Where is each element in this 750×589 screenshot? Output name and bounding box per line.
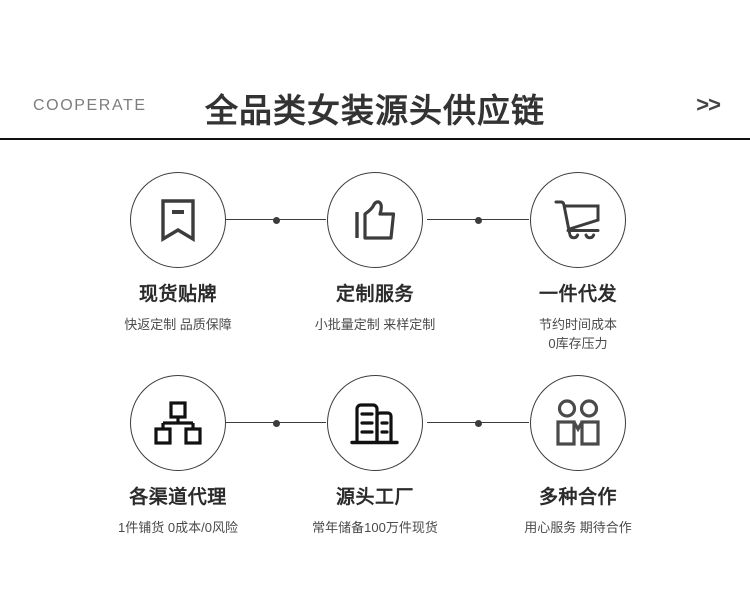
feature-item-duozhonghezuo[interactable]: 多种合作 用心服务 期待合作 (478, 375, 678, 538)
org-hierarchy-icon (152, 399, 204, 447)
feature-row-1: 现货贴牌 快返定制 品质保障 定制服务 小批量定制 来样定制 (0, 172, 750, 352)
connector-dot (474, 419, 482, 427)
connector-dot (474, 216, 482, 224)
two-people-icon (551, 398, 605, 448)
feature-desc-line: 节约时间成本 (538, 316, 617, 332)
bookmark-tag-icon (152, 194, 204, 246)
shopping-cart-icon (550, 194, 606, 246)
connector-2-b (427, 419, 529, 427)
icon-circle (327, 375, 423, 471)
feature-title: 现货贴牌 (138, 284, 217, 305)
feature-desc: 1件铺货 0成本/0风险 (78, 519, 278, 538)
feature-item-gequdaodaili[interactable]: 各渠道代理 1件铺货 0成本/0风险 (78, 375, 278, 538)
page-title: 全品类女装源头供应链 (205, 92, 545, 129)
icon-circle (327, 172, 423, 268)
header-divider (0, 138, 750, 140)
factory-building-icon (347, 397, 403, 449)
feature-desc-line: 常年储备100万件现货 (312, 519, 438, 535)
feature-title: 源头工厂 (335, 487, 414, 508)
feature-title: 定制服务 (335, 284, 414, 305)
icon-circle (130, 172, 226, 268)
connector-2-a (226, 419, 326, 427)
double-chevron-right-icon[interactable]: >> (696, 92, 721, 117)
feature-desc: 快返定制 品质保障 (78, 316, 278, 335)
feature-desc: 小批量定制 来样定制 (275, 316, 475, 335)
feature-title: 多种合作 (538, 487, 617, 508)
feature-desc-line: 快返定制 品质保障 (124, 316, 232, 332)
feature-item-xianhuotiepai[interactable]: 现货贴牌 快返定制 品质保障 (78, 172, 278, 335)
feature-desc-line: 0库存压力 (548, 335, 608, 351)
connector-1-b (427, 216, 529, 224)
page-header: COOPERATE 全品类女装源头供应链 >> (0, 0, 750, 140)
header-eyebrow: COOPERATE (33, 97, 147, 114)
icon-circle (530, 375, 626, 471)
feature-title: 一件代发 (538, 284, 617, 305)
feature-row-2: 各渠道代理 1件铺货 0成本/0风险 源头工厂 常年储备1 (0, 375, 750, 555)
feature-item-yuantougongchang[interactable]: 源头工厂 常年储备100万件现货 (275, 375, 475, 538)
feature-item-dingzhifuwu[interactable]: 定制服务 小批量定制 来样定制 (275, 172, 475, 335)
thumbs-up-icon (348, 193, 402, 247)
icon-circle (130, 375, 226, 471)
connector-dot (272, 419, 280, 427)
feature-desc: 常年储备100万件现货 (275, 519, 475, 538)
feature-desc-line: 用心服务 期待合作 (524, 519, 632, 535)
icon-circle (530, 172, 626, 268)
feature-title: 各渠道代理 (129, 487, 227, 508)
feature-desc-line: 小批量定制 来样定制 (314, 316, 436, 332)
feature-desc-line: 1件铺货 0成本/0风险 (118, 519, 238, 535)
connector-1-a (226, 216, 326, 224)
feature-desc: 用心服务 期待合作 (478, 519, 678, 538)
feature-desc: 节约时间成本 0库存压力 (478, 316, 678, 354)
feature-item-yijiandaifa[interactable]: 一件代发 节约时间成本 0库存压力 (478, 172, 678, 353)
connector-dot (272, 216, 280, 224)
header-bar: COOPERATE 全品类女装源头供应链 >> (0, 0, 750, 139)
